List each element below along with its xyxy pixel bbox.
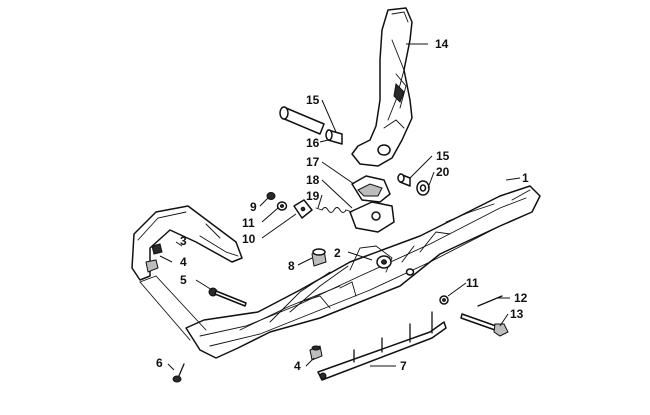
bolt-5 bbox=[208, 287, 247, 307]
callout-8: 8 bbox=[288, 259, 295, 273]
callout-4-upper: 4 bbox=[180, 255, 187, 269]
clip-4 bbox=[145, 259, 159, 273]
bushing-right bbox=[397, 173, 411, 187]
callout-4-lower: 4 bbox=[294, 359, 301, 373]
callout-9: 9 bbox=[250, 200, 257, 214]
callout-5: 5 bbox=[180, 273, 187, 287]
washer-right bbox=[416, 180, 430, 196]
callout-10: 10 bbox=[242, 232, 256, 246]
nut-9 bbox=[266, 192, 276, 200]
washer-11-upper bbox=[276, 201, 288, 211]
callout-18: 18 bbox=[306, 173, 320, 187]
callout-2: 2 bbox=[334, 246, 341, 260]
callout-15-right: 15 bbox=[436, 149, 450, 163]
callout-17: 17 bbox=[306, 155, 320, 169]
callout-14: 14 bbox=[435, 37, 449, 51]
upper-bracket bbox=[351, 175, 391, 203]
nut-4-upper bbox=[151, 243, 163, 255]
callout-7: 7 bbox=[400, 359, 407, 373]
pivot-pin bbox=[279, 106, 325, 135]
callout-13: 13 bbox=[510, 307, 524, 321]
bolt-13 bbox=[460, 313, 509, 337]
callout-15-upper: 15 bbox=[306, 93, 320, 107]
bushing-upper bbox=[325, 129, 343, 145]
washer-11-lower bbox=[439, 295, 449, 305]
nut-8 bbox=[311, 248, 327, 267]
group-bracket-lines bbox=[139, 275, 207, 331]
lower-bracket bbox=[349, 201, 395, 233]
plate-10 bbox=[293, 199, 313, 219]
group-bracket-lines-2 bbox=[139, 281, 191, 341]
callout-3: 3 bbox=[180, 234, 187, 248]
callout-16: 16 bbox=[306, 136, 320, 150]
wear-bar bbox=[317, 311, 447, 381]
ski-handle bbox=[131, 205, 243, 281]
callout-19: 19 bbox=[306, 189, 320, 203]
callout-6: 6 bbox=[156, 356, 163, 370]
ski-body bbox=[185, 185, 541, 359]
callout-12: 12 bbox=[514, 291, 528, 305]
callout-11-lower: 11 bbox=[466, 276, 479, 290]
callout-1: 1 bbox=[522, 171, 529, 185]
spring bbox=[315, 207, 353, 213]
screw-6 bbox=[172, 363, 185, 383]
leader-lines bbox=[159, 43, 521, 371]
callout-11-upper: 11 bbox=[242, 216, 255, 230]
spindle-arm bbox=[351, 7, 413, 167]
nut-4-lower bbox=[309, 345, 323, 361]
callout-20: 20 bbox=[436, 165, 450, 179]
